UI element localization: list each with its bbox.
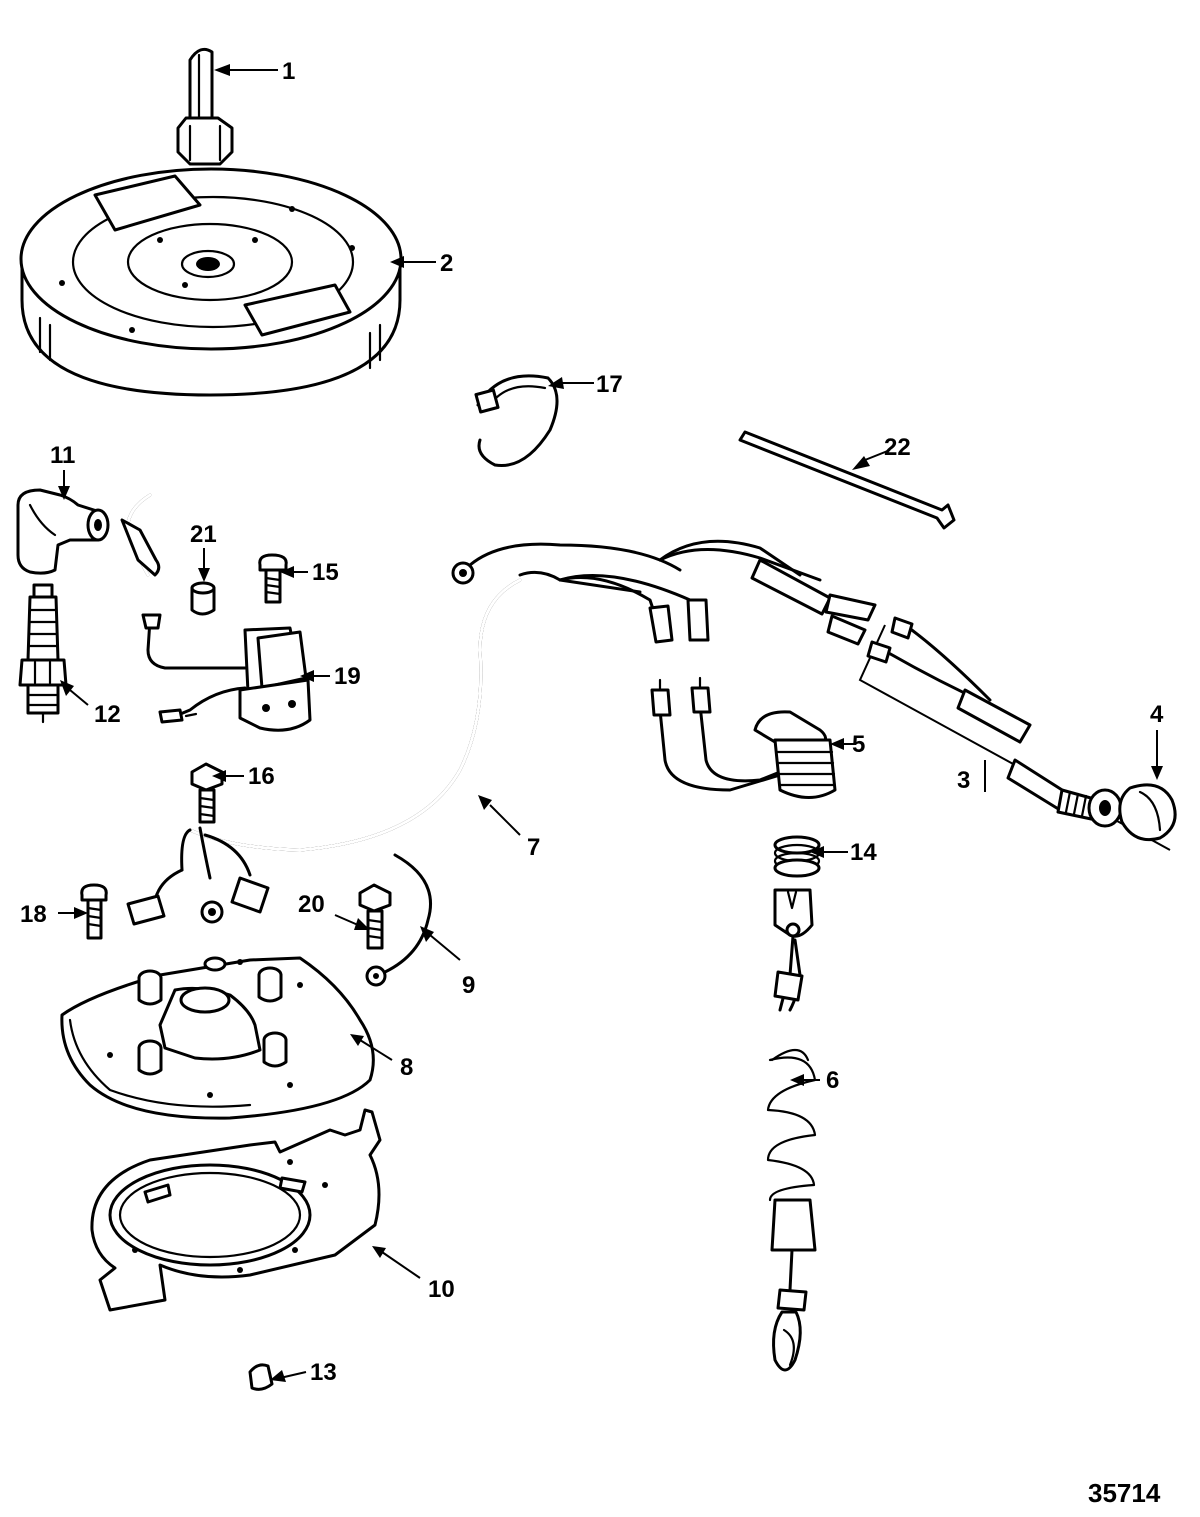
callout-3: 3 [957, 767, 970, 794]
callout-14: 14 [850, 839, 877, 866]
part-screw-20 [358, 883, 392, 950]
part-trigger-plate [90, 1108, 382, 1312]
figure-number: 35714 [1088, 1478, 1161, 1508]
callout-5: 5 [852, 731, 865, 758]
part-stop-switch [650, 676, 837, 799]
part-lanyard [766, 888, 817, 1372]
callout-11: 11 [50, 442, 75, 469]
part-woodruff-key [248, 1363, 274, 1391]
callout-1: 1 [282, 58, 295, 85]
callout-22: 22 [884, 434, 911, 461]
callout-18: 18 [20, 901, 47, 928]
callout-20: 20 [298, 891, 325, 918]
callout-9: 9 [462, 972, 475, 999]
callout-13: 13 [310, 1359, 337, 1386]
part-cable-clamp [474, 374, 559, 468]
part-knob [1118, 783, 1177, 842]
part-spark-plug-boot [16, 488, 110, 575]
callout-4: 4 [1150, 701, 1164, 728]
callout-19: 19 [334, 663, 361, 690]
part-spring [773, 835, 821, 878]
part-spark-plug [18, 583, 68, 724]
callout-leaders [58, 64, 1163, 1382]
callout-labels: 1 2 3 4 5 6 7 8 9 10 11 12 13 14 15 16 1… [20, 58, 1164, 1386]
part-switch-lead [858, 616, 1171, 851]
callout-15: 15 [312, 559, 339, 586]
part-wire-harness [126, 539, 877, 926]
part-screw-16 [190, 762, 224, 824]
part-stator-plate [60, 956, 375, 1120]
callout-8: 8 [400, 1054, 413, 1081]
part-flywheel-nut [176, 47, 234, 166]
callout-16: 16 [248, 763, 275, 790]
callout-7: 7 [527, 834, 540, 861]
callout-21: 21 [190, 521, 217, 548]
callout-10: 10 [428, 1276, 455, 1303]
callout-12: 12 [94, 701, 121, 728]
part-flywheel [19, 167, 403, 397]
callout-17: 17 [596, 371, 623, 398]
part-screw-18 [80, 883, 108, 940]
part-bushing [190, 581, 216, 616]
part-cable-tie [738, 430, 956, 530]
callout-2: 2 [440, 250, 453, 277]
part-ground-lead [365, 853, 433, 987]
callout-6: 6 [826, 1067, 839, 1094]
part-screw-15 [258, 553, 288, 604]
